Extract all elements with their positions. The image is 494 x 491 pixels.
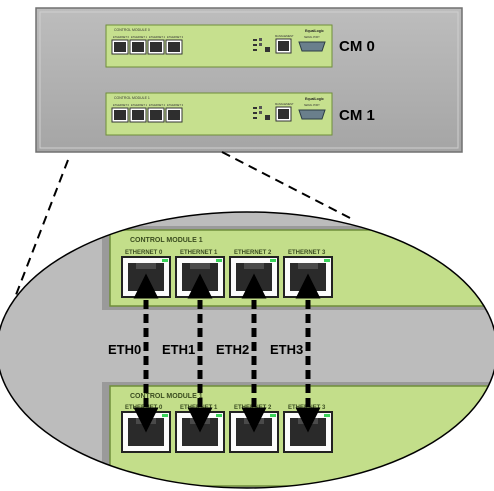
port-row: ETHERNET 0 ETHERNET 1 ETHERNET 2 ETHERNE…	[111, 103, 184, 123]
port-label: ETHERNET 0	[113, 103, 130, 107]
ethernet-port[interactable]: ETHERNET 2	[147, 103, 166, 123]
zoom-oval-outline	[0, 211, 494, 489]
link-label-eth0: ETH0	[108, 342, 141, 357]
serial-port[interactable]: EqualLogic SERIAL PORT	[298, 29, 326, 52]
ethernet-port[interactable]: ETHERNET 0	[111, 103, 130, 123]
module-label-cm1: CM 1	[339, 107, 375, 124]
brand-logo: EqualLogic	[305, 29, 324, 33]
status-leds	[253, 38, 270, 52]
module-title: CONTROL MODULE 1	[114, 96, 150, 100]
zoom-guide-right	[221, 151, 351, 219]
port-label: ETHERNET 2	[149, 35, 166, 39]
cable-links: ETH0 ETH1 ETH2 ETH3	[108, 273, 321, 433]
link-label-eth2: ETH2	[216, 342, 249, 357]
port-label: ETHERNET 3	[167, 35, 184, 39]
port-label: ETHERNET 1	[131, 35, 148, 39]
management-port[interactable]: MANAGEMENT	[275, 34, 294, 54]
storage-chassis: CONTROL MODULE 0 ETHERNET 0 ETHERNET 1 E…	[35, 7, 463, 153]
port-label: ETHERNET 3	[167, 103, 184, 107]
ethernet-port[interactable]: ETHERNET 3	[165, 103, 184, 123]
ethernet-port[interactable]: ETHERNET 1	[129, 103, 148, 123]
port-label: ETHERNET 3	[288, 250, 326, 256]
zoom-module-title-bottom: CONTROL MODULE 1	[130, 393, 203, 400]
management-port[interactable]: MANAGEMENT	[275, 102, 294, 122]
ethernet-port[interactable]: ETHERNET 3	[165, 35, 184, 55]
serial-label: SERIAL PORT	[304, 104, 320, 107]
status-leds	[253, 106, 270, 120]
reset-button-icon	[265, 47, 270, 52]
link-label-eth1: ETH1	[162, 342, 195, 357]
reset-button-icon	[265, 115, 270, 120]
control-module-1: CONTROL MODULE 1 ETHERNET 0 ETHERNET 1 E…	[105, 92, 375, 136]
ethernet-port[interactable]: ETHERNET 2	[147, 35, 166, 55]
module-title: CONTROL MODULE 0	[114, 28, 150, 32]
serial-label: SERIAL PORT	[304, 36, 320, 39]
ethernet-port[interactable]: ETHERNET 0	[111, 35, 130, 55]
zoom-guide-left	[13, 159, 69, 301]
brand-logo: EqualLogic	[305, 97, 324, 101]
port-label: ETHERNET 2	[234, 250, 272, 256]
serial-port[interactable]: EqualLogic SERIAL PORT	[298, 97, 326, 120]
port-label: ETHERNET 0	[113, 35, 130, 39]
port-label: ETHERNET 1	[180, 250, 218, 256]
port-label: ETHERNET 2	[149, 103, 166, 107]
port-row: ETHERNET 0 ETHERNET 1 ETHERNET 2 ETHERNE…	[111, 35, 184, 55]
module-label-cm0: CM 0	[339, 38, 375, 55]
zoom-view: CONTROL MODULE 1 ETHERNET 0 ETHERNET 1 E…	[0, 211, 494, 489]
control-module-0: CONTROL MODULE 0 ETHERNET 0 ETHERNET 1 E…	[105, 24, 375, 68]
chassis-bevel	[39, 11, 459, 149]
link-label-eth3: ETH3	[270, 342, 303, 357]
port-label: ETHERNET 1	[131, 103, 148, 107]
management-label: MANAGEMENT	[275, 34, 294, 38]
port-label: ETHERNET 0	[125, 250, 163, 256]
zoom-module-title-top: CONTROL MODULE 1	[130, 237, 203, 244]
management-label: MANAGEMENT	[275, 102, 294, 106]
ethernet-port[interactable]: ETHERNET 1	[129, 35, 148, 55]
